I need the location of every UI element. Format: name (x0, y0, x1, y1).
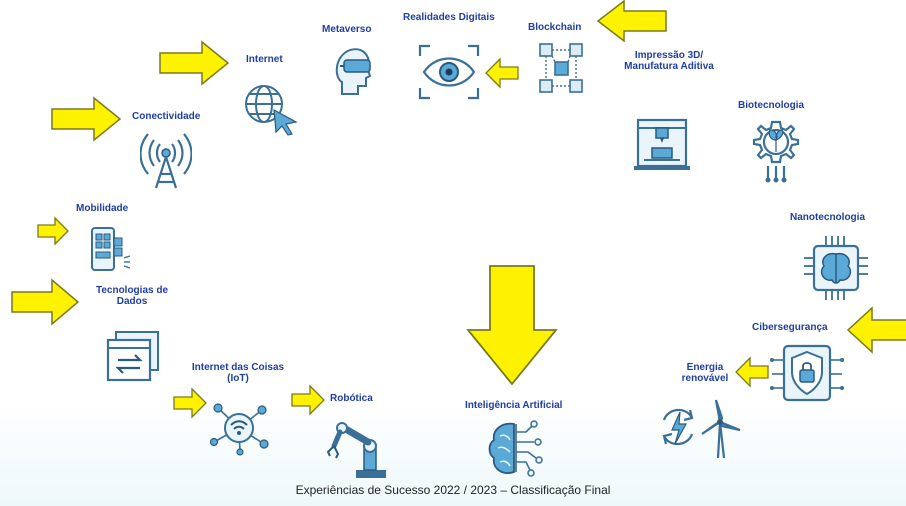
arrow-iot (173, 387, 207, 419)
label-energia-renovavel: Energia renovável (660, 362, 750, 384)
arrow-robotica (291, 384, 325, 416)
label-nanotecnologia: Nanotecnologia (790, 212, 866, 223)
label-conectividade: Conectividade (132, 111, 201, 122)
label-inteligencia-artificial: Inteligência Artificial (465, 400, 563, 411)
robotic-arm-icon (326, 422, 386, 478)
blockchain-cubes-icon (539, 43, 583, 93)
arrow-inteligencia-artificial (466, 265, 558, 386)
globe-cursor-icon (245, 85, 298, 136)
label-tecnologias-dados-line1: Tecnologias de (95, 285, 169, 296)
label-iot: Internet das Coisas (IoT) (180, 362, 296, 384)
vr-headset-head-icon (335, 48, 372, 95)
label-iot-line2: (IoT) (227, 373, 249, 384)
label-realidades-digitais: Realidades Digitais (403, 12, 495, 23)
ai-brain-circuit-icon (488, 420, 543, 477)
arrow-internet (159, 40, 230, 86)
3d-printer-icon (634, 118, 690, 170)
label-mobilidade: Mobilidade (76, 203, 129, 214)
iot-network-icon (209, 403, 269, 456)
label-iot-line1: Internet das Coisas (191, 362, 285, 373)
arrow-realidades-digitais (485, 57, 519, 89)
label-tecnologias-dados-line2: Dados (116, 296, 148, 307)
label-impressao-3d-line1: Impressão 3D/ (634, 50, 704, 61)
arrow-tecnologias-dados (11, 278, 80, 326)
arrow-conectividade (51, 96, 122, 142)
arrow-energia-renovavel (735, 356, 769, 388)
eye-scan-icon (418, 44, 480, 100)
arrow-blockchain (596, 0, 667, 42)
label-energia-line2: renovável (681, 373, 729, 384)
label-energia-line1: Energia (686, 362, 724, 373)
label-blockchain: Blockchain (528, 22, 582, 33)
arrow-ciberseguranca (846, 306, 906, 354)
label-impressao-3d: Impressão 3D/ Manufatura Aditiva (610, 50, 728, 72)
mobile-modules-icon (91, 227, 131, 271)
chip-brain-icon (804, 236, 868, 300)
data-transfer-window-icon (106, 331, 159, 382)
label-biotecnologia: Biotecnologia (738, 100, 805, 111)
label-metaverso: Metaverso (322, 24, 372, 35)
gear-plant-icon (752, 120, 800, 183)
shield-lock-circuit-icon (770, 344, 844, 402)
label-tecnologias-dados: Tecnologias de Dados (84, 285, 180, 307)
label-impressao-3d-line2: Manufatura Aditiva (624, 61, 714, 72)
label-internet: Internet (246, 54, 283, 65)
label-robotica: Robótica (330, 393, 373, 404)
antenna-tower-icon (140, 133, 192, 189)
arrow-mobilidade (37, 216, 69, 246)
renewable-energy-icon (662, 399, 741, 459)
footer-caption: Experiências de Sucesso 2022 / 2023 – Cl… (295, 483, 611, 497)
label-ciberseguranca: Cibersegurança (752, 322, 828, 333)
